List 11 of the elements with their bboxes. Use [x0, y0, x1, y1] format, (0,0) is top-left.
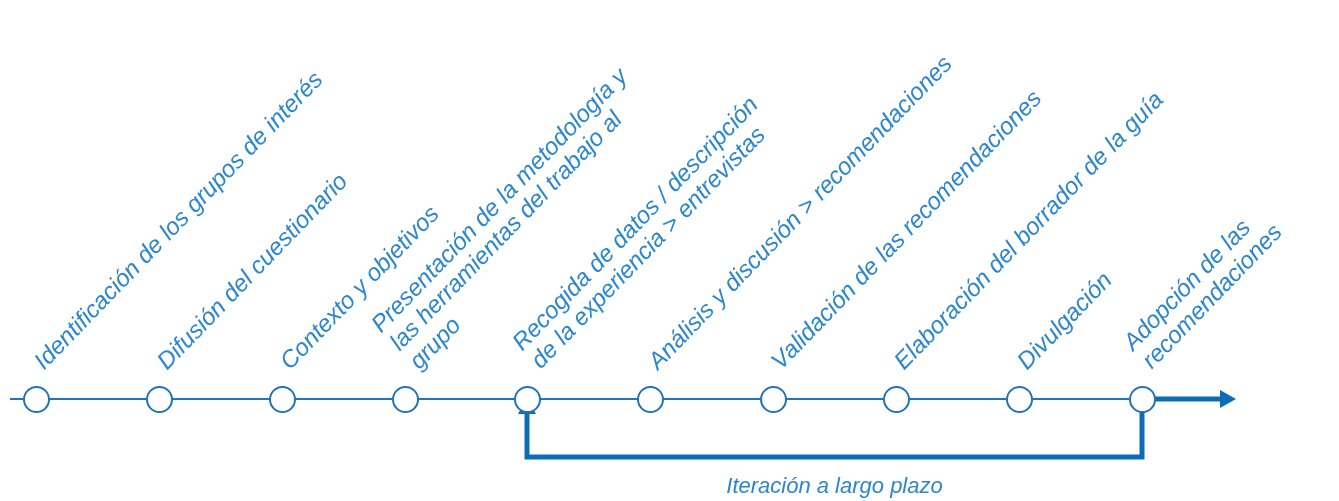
timeline-line [9, 398, 24, 400]
timeline-line [908, 398, 1007, 400]
arrow [1155, 390, 1236, 408]
timeline-line [539, 398, 638, 400]
timeline-line [294, 398, 393, 400]
timeline-line [785, 398, 884, 400]
timeline-line [48, 398, 147, 400]
timeline-line [1031, 398, 1130, 400]
timeline-line [417, 398, 515, 400]
timeline-line [171, 398, 270, 400]
timeline-line [662, 398, 761, 400]
